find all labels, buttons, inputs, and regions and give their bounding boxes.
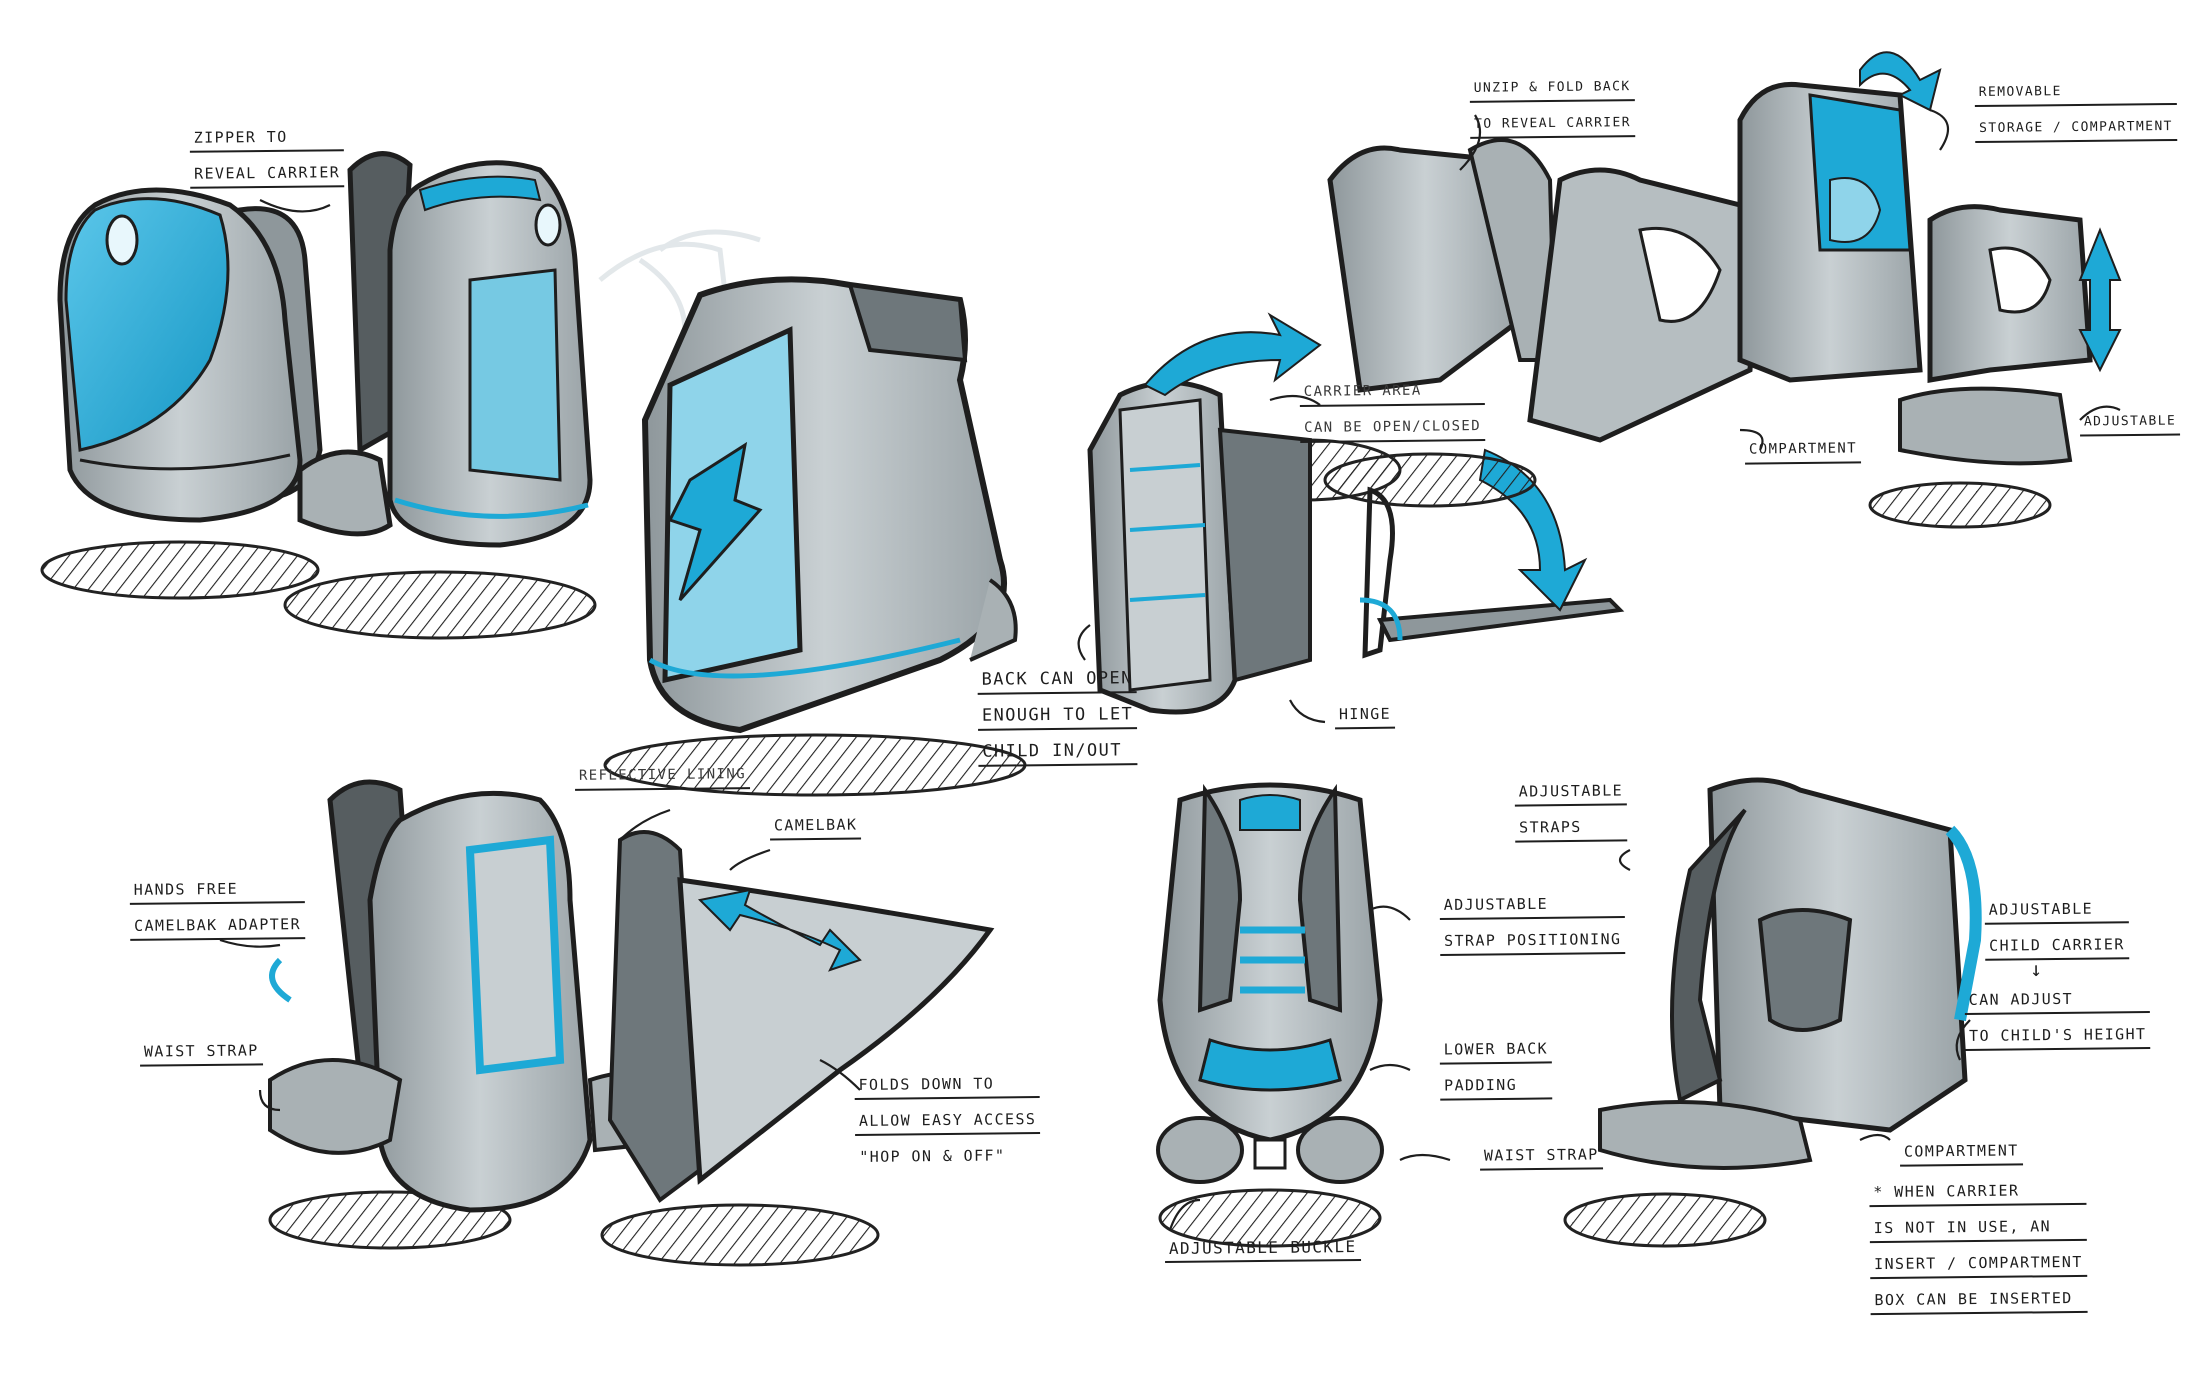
backpack-open-sketch <box>283 151 597 640</box>
label-strap-positioning: Adjustable strap positioning <box>1439 894 1626 968</box>
child-carrier-sketch <box>1563 777 1982 1248</box>
backpack-front-arrow-sketch <box>603 276 1027 797</box>
label-camelbak: Camelbak <box>769 815 862 853</box>
label-removable-storage: Removable storage / compartment <box>1974 80 2178 155</box>
modular-carrier-sequence-sketch <box>1323 51 2122 529</box>
label-hands-free-adapter: Hands free camelbak adapter <box>129 879 306 953</box>
label-waist-strap-center: Waist strap <box>1479 1145 1603 1182</box>
label-carrier-area: Carrier area can be open/closed <box>1299 381 1486 455</box>
label-reflective-lining: Reflective lining <box>574 765 751 803</box>
label-child-carrier: Adjustable child carrier <box>1984 899 2129 972</box>
label-when-carrier-not-in-use: * when carrier is not in use, an insert … <box>1869 1180 2088 1327</box>
label-adjustable-top: Adjustable <box>2079 411 2181 448</box>
label-lower-back-padding: Lower back padding <box>1439 1039 1553 1112</box>
label-can-adjust: Can adjust to child's height <box>1964 989 2151 1063</box>
label-adjustable-straps: Adjustable straps <box>1514 781 1628 854</box>
harness-back-view-sketch <box>1156 782 1384 1248</box>
backpack-fold-down-sketch <box>268 779 995 1267</box>
label-compartment-top: Compartment <box>1744 439 1862 476</box>
label-back-can-open: Back can open enough to let child in/out <box>977 668 1138 779</box>
backpack-front-sketch <box>40 187 323 600</box>
label-compartment-right: Compartment <box>1899 1141 2023 1178</box>
label-hinge: Hinge <box>1334 704 1396 742</box>
leader-lines <box>219 108 2121 1231</box>
label-waist-strap-left: Waist strap <box>139 1041 263 1078</box>
down-arrow-glyph: ↓ <box>2029 956 2044 982</box>
label-folds-down: Folds down to allow easy access "Hop on … <box>854 1074 1041 1178</box>
label-zipper: Zipper to Reveal carrier <box>189 127 345 201</box>
backpack-carrier-open-sketch <box>1087 312 1625 715</box>
label-adjustable-buckle: Adjustable buckle <box>1164 1236 1361 1275</box>
label-unzip-fold-back: Unzip & Fold back to reveal carrier <box>1469 77 1636 151</box>
